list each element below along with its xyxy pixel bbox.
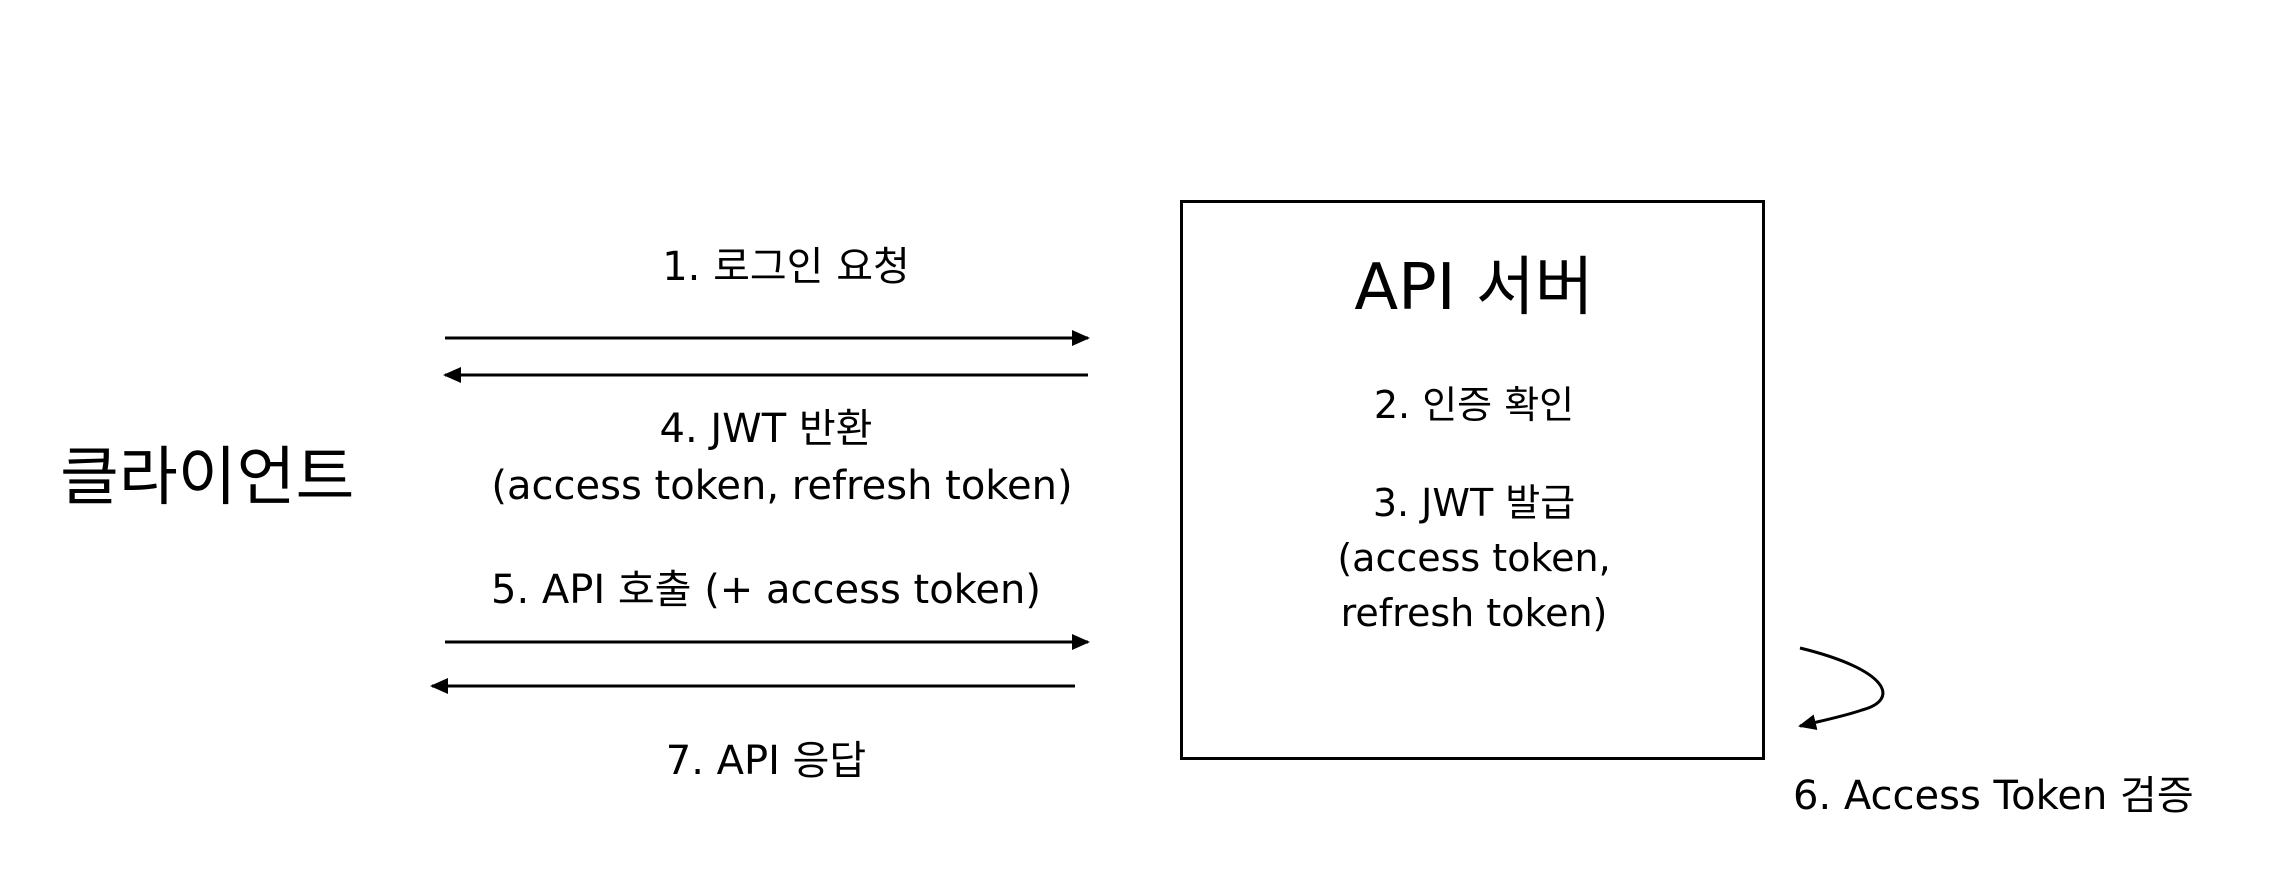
server-step3-line3: refresh token) [1340,591,1608,635]
step6-label: 6. Access Token 검증 [1793,773,2194,819]
arrow-self-validation [1798,646,1885,731]
step1-label: 1. 로그인 요청 [662,244,910,290]
step5-label: 5. API 호출 (+ access token) [491,567,1041,613]
step4-label-line1: 4. JWT 반환 [659,406,873,452]
server-step3-line1: 3. JWT 발급 [1372,481,1576,525]
step7-label: 7. API 응답 [665,738,867,784]
api-server-box [1180,200,1765,760]
server-step3-line2: (access token, [1337,536,1611,580]
server-step2: 2. 인증 확인 [1373,383,1575,427]
step4-label-line2: (access token, refresh token) [491,463,1073,509]
server-title: API 서버 [1354,251,1594,325]
client-label: 클라이언트 [60,441,355,515]
